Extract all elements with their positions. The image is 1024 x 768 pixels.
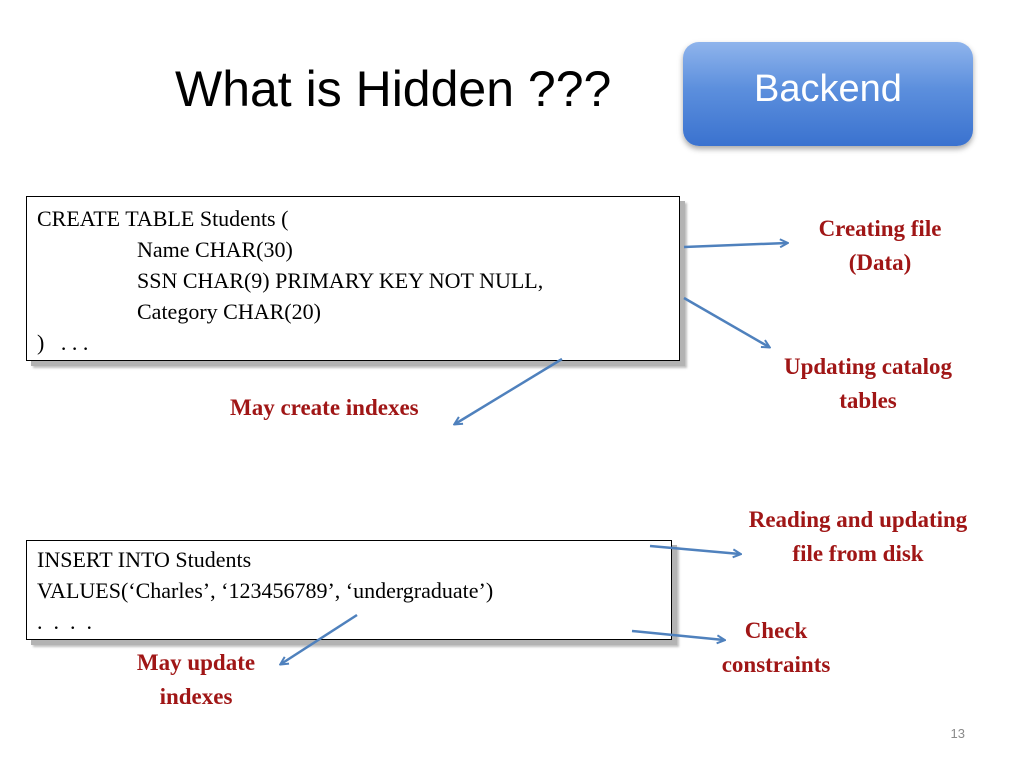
backend-button[interactable]: Backend: [683, 42, 973, 146]
code-line: . . . .: [37, 609, 92, 634]
code-line: SSN CHAR(9) PRIMARY KEY NOT NULL,: [137, 268, 544, 293]
note-creating-file: Creating file (Data): [818, 216, 942, 275]
backend-button-label: Backend: [754, 67, 902, 110]
code-line: INSERT INTO Students: [37, 547, 252, 572]
code-line: Category CHAR(20): [137, 299, 321, 324]
code-line: CREATE TABLE Students (: [37, 206, 289, 231]
code-line: Name CHAR(30): [137, 237, 293, 262]
arrow-icon: [631, 629, 724, 640]
insert-into-box: INSERT INTO Students VALUES(‘Charles’, ‘…: [26, 540, 672, 640]
arrow-icon: [281, 613, 358, 664]
note-updating-catalog: Updating catalog tables: [783, 354, 953, 413]
slide-title: What is Hidden ???: [175, 61, 612, 117]
arrow-icon: [683, 296, 769, 347]
page-number: 13: [950, 726, 965, 741]
note-reading-updating: Reading and updating file from disk: [748, 507, 968, 566]
code-line: VALUES(‘Charles’, ‘123456789’, ‘undergra…: [37, 578, 494, 603]
arrow-icon: [683, 243, 787, 249]
code-line: ) . . .: [37, 330, 89, 355]
note-check-constraints: Check constraints: [721, 618, 831, 677]
arrow-icon: [455, 357, 563, 424]
arrow-icon: [649, 544, 740, 554]
note-may-create-indexes: May create indexes: [230, 395, 419, 420]
note-may-update-indexes: May update indexes: [136, 650, 256, 709]
create-table-box: CREATE TABLE Students ( Name CHAR(30) SS…: [26, 196, 680, 361]
